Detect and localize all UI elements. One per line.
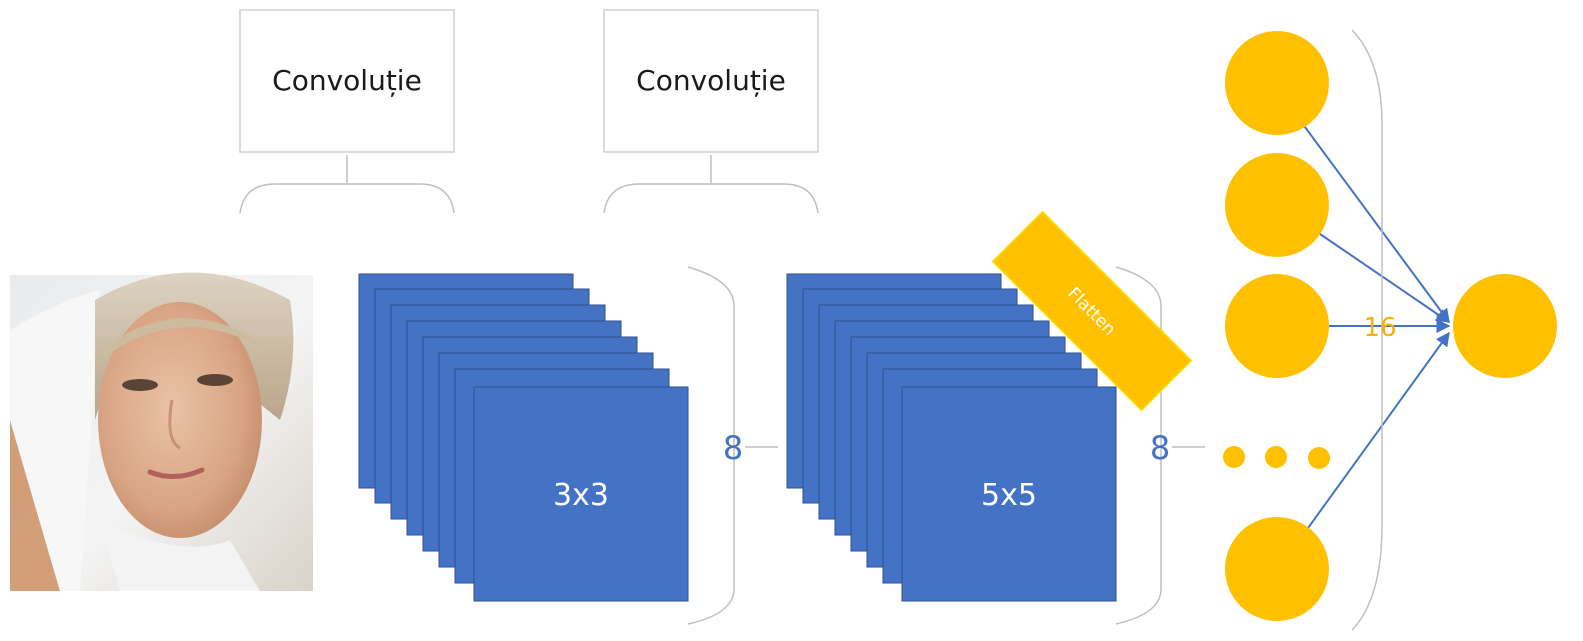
conv-brace	[239, 183, 455, 214]
conv-box-label: Convoluție	[272, 64, 422, 97]
connection-line	[1319, 233, 1451, 323]
output-neuron	[1453, 274, 1557, 378]
flatten-tag: Flatten	[991, 210, 1193, 412]
stack-brace	[687, 266, 735, 625]
neuron	[1225, 274, 1329, 378]
neuron	[1225, 31, 1329, 135]
neuron	[1225, 153, 1329, 257]
ellipsis-dot	[1308, 447, 1330, 469]
conv-block-2: Convoluție	[603, 9, 819, 214]
conv-box-label: Convoluție	[636, 64, 786, 97]
feature-map-front	[473, 386, 689, 602]
feature-count-label: 8	[1150, 429, 1170, 467]
dense-layer: 16	[1223, 29, 1557, 631]
feature-count-label: 8	[723, 429, 743, 467]
input-face-image	[10, 272, 313, 591]
connection-line	[1307, 331, 1450, 529]
conv-block-1: Convoluție	[239, 9, 455, 214]
connection-line	[1301, 122, 1450, 324]
feature-map-stack-1: 3x3 8	[358, 266, 778, 625]
neuron	[1225, 517, 1329, 621]
ellipsis-dot	[1265, 446, 1287, 468]
stack-brace	[1115, 266, 1162, 625]
kernel-size-label: 3x3	[553, 478, 609, 513]
kernel-size-label: 5x5	[981, 478, 1037, 513]
dense-brace	[1351, 29, 1383, 631]
feature-map-stack-2: 5x5 8	[786, 266, 1205, 625]
ellipsis-dot	[1223, 446, 1245, 468]
feature-map-front	[901, 386, 1117, 602]
conv-brace	[603, 183, 819, 214]
neuron-count-label: 16	[1363, 313, 1396, 343]
conv-box	[603, 9, 819, 153]
conv-box	[239, 9, 455, 153]
